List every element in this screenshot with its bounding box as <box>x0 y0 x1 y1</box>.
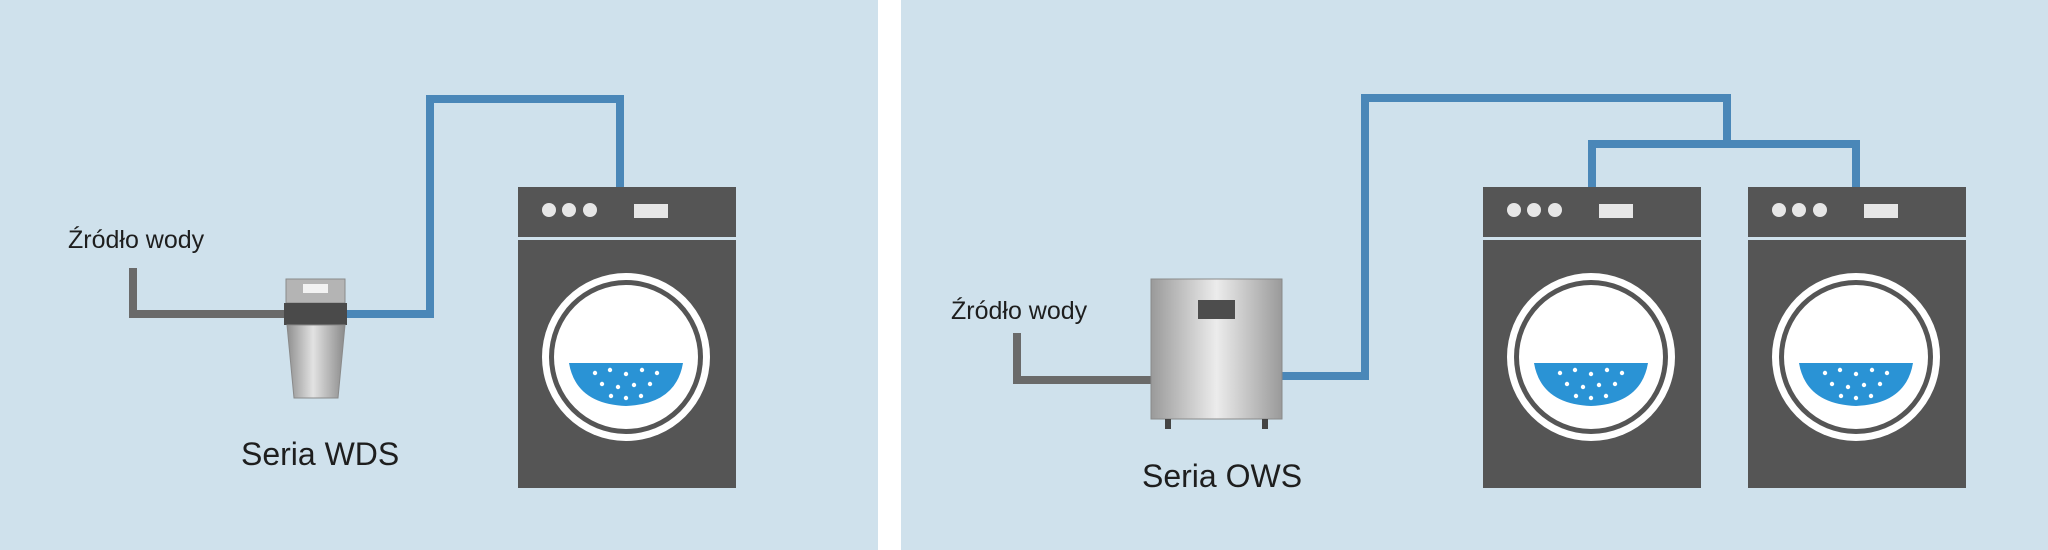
drum-water <box>569 363 683 406</box>
treated-water-pipe-branch <box>1588 140 1860 190</box>
treated-water-pipe <box>1282 94 1731 380</box>
ows-display <box>1198 300 1235 319</box>
water-source-label: Źródło wody <box>951 297 1088 325</box>
washer-drum <box>554 285 698 429</box>
series-label: Seria WDS <box>241 436 400 472</box>
washing-machine <box>1483 187 1701 488</box>
water-source-label: Źródło wody <box>68 226 205 254</box>
indicator-light <box>1548 203 1562 217</box>
wds-diagram-graphic <box>129 95 736 488</box>
diagram-panel-ows: Źródło wody Seria OWS <box>901 0 2048 550</box>
display-panel <box>1864 204 1898 218</box>
ows-diagram-graphic <box>1013 94 1966 488</box>
display-panel <box>634 204 668 218</box>
washing-machine <box>1748 187 1966 488</box>
indicator-light <box>1792 203 1806 217</box>
source-pipe <box>1013 333 1151 384</box>
indicator-light <box>542 203 556 217</box>
treated-water-pipe <box>345 95 624 318</box>
drum-water <box>1799 363 1913 406</box>
source-pipe <box>129 268 290 318</box>
washer-drum <box>1519 285 1663 429</box>
series-label: Seria OWS <box>1142 458 1303 494</box>
washing-machine <box>518 187 736 488</box>
washer-drum <box>1784 285 1928 429</box>
wds-filter-unit <box>284 278 347 399</box>
indicator-light <box>583 203 597 217</box>
ows-treatment-unit <box>1150 278 1283 429</box>
indicator-light <box>562 203 576 217</box>
indicator-light <box>1507 203 1521 217</box>
drum-water <box>1534 363 1648 406</box>
indicator-light <box>1527 203 1541 217</box>
indicator-light <box>1772 203 1786 217</box>
display-panel <box>1599 204 1633 218</box>
indicator-light <box>1813 203 1827 217</box>
diagram-panel-wds: Źródło wody Seria WDS <box>0 0 878 550</box>
